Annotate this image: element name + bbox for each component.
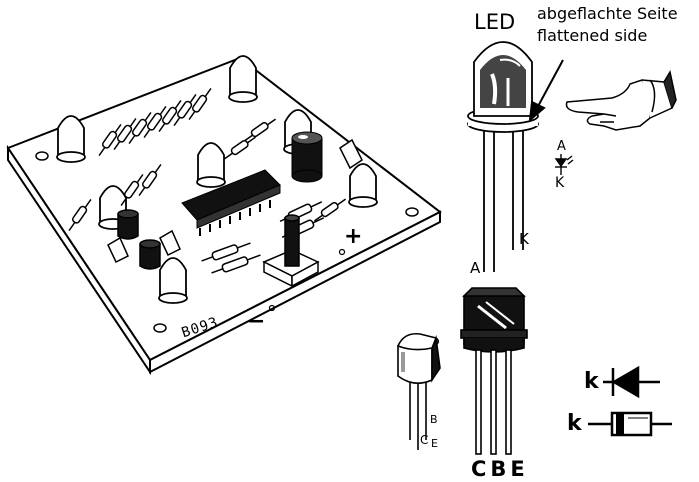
flattened-side-label-en: flattened side: [537, 26, 648, 45]
pcb-push-button: [262, 214, 320, 288]
diode-symbol-k-label: k: [584, 369, 599, 394]
led-pin-k-label: K: [519, 230, 529, 248]
pcb-resistors: [68, 88, 346, 274]
pcb-plus-label: +: [344, 224, 363, 249]
led-pin-a-label: A: [470, 259, 481, 277]
pcb-ic: [181, 169, 281, 236]
large-transistor: [460, 287, 528, 455]
pcb-minus-label: −: [247, 309, 266, 334]
small-transistor-c-label: C: [420, 433, 429, 447]
large-transistor-pins-label: CBE: [471, 457, 529, 481]
small-transistor-b-label: B: [430, 413, 438, 426]
pcb-pads: [268, 248, 346, 312]
small-transistor-e-label: E: [431, 437, 438, 450]
led-symbol-anode-label: A: [557, 139, 566, 154]
led-schematic-symbol: [554, 154, 574, 175]
diode-package-k-label: k: [567, 411, 582, 436]
led-title: LED: [474, 10, 516, 34]
pcb-capacitor: [291, 131, 323, 183]
flattened-side-arrow: [528, 59, 564, 123]
diode-package: [588, 411, 672, 437]
small-transistor: [396, 332, 441, 450]
pcb-transistors: [117, 209, 161, 270]
pointing-hand: [565, 69, 677, 131]
led-symbol-cathode-label: K: [555, 175, 565, 191]
flattened-side-label-de: abgeflachte Seite: [537, 4, 678, 23]
pcb-small-caps: [107, 138, 363, 264]
diode-schematic-symbol: [603, 365, 660, 399]
led-illustration: [467, 41, 539, 272]
